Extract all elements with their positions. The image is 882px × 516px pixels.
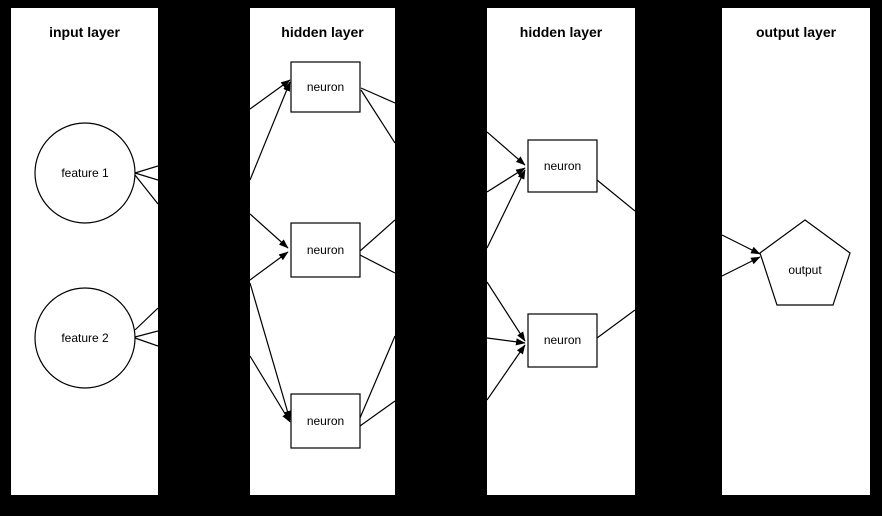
node-neuron-h2-1[interactable]: neuron	[527, 139, 598, 193]
panel-title-output-layer: output layer	[755, 24, 837, 40]
panel-input-layer: input layer feature 1 feature 2	[11, 8, 158, 495]
panel-hidden-layer-2: hidden layer	[487, 8, 635, 495]
node-neuron-h1-2[interactable]: neuron	[290, 222, 361, 278]
edges-into-hidden1-neuron-3	[250, 282, 291, 423]
panel-title-hidden-layer-2: hidden layer	[519, 24, 603, 40]
panel-title-hidden-layer-1: hidden layer	[281, 24, 364, 40]
edges-from-hidden2-neuron-1	[596, 179, 635, 212]
node-neuron-h1-1[interactable]: neuron	[290, 61, 361, 113]
node-feature-1[interactable]: feature 1	[34, 122, 136, 224]
node-neuron-h2-2[interactable]: neuron	[527, 313, 598, 368]
node-label-neuron-h1-3: neuron	[307, 414, 344, 428]
node-label-neuron-h1-1: neuron	[307, 80, 344, 94]
edges-from-hidden1-neuron-1	[360, 87, 395, 144]
edges-from-hidden2-neuron-2	[596, 309, 635, 339]
node-neuron-h1-3[interactable]: neuron	[290, 393, 361, 449]
panel-title-input-layer: input layer	[49, 24, 120, 40]
node-output[interactable]: output	[759, 219, 851, 306]
edges-from-feature-1	[134, 165, 158, 205]
panel-hidden-layer-1: hidden layer	[250, 8, 395, 495]
edges-from-hidden1-neuron-2	[359, 219, 395, 274]
node-label-neuron-h2-1: neuron	[544, 159, 581, 173]
edges-into-hidden1-neuron-1	[250, 79, 291, 181]
node-label-neuron-h2-2: neuron	[544, 333, 581, 347]
edges-into-hidden1-neuron-2	[250, 213, 289, 281]
edges-from-hidden1-neuron-3	[359, 335, 395, 427]
node-label-feature-1: feature 1	[61, 166, 109, 180]
edges-from-feature-2	[134, 307, 158, 347]
node-feature-2[interactable]: feature 2	[34, 287, 136, 389]
edges-into-hidden2-neuron-1	[487, 131, 526, 249]
node-label-neuron-h1-2: neuron	[307, 243, 344, 257]
edges-into-output-node	[722, 234, 761, 277]
edges-into-hidden2-neuron-2	[487, 281, 526, 401]
node-label-feature-2: feature 2	[61, 331, 109, 345]
node-label-output: output	[788, 263, 822, 277]
panel-output-layer: output layer output	[722, 8, 870, 495]
